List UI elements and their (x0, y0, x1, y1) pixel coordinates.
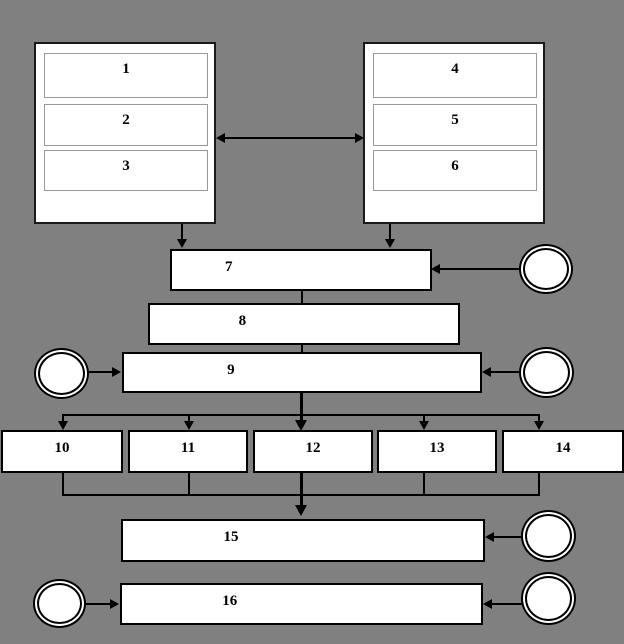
node-13[interactable]: 13 (377, 430, 497, 473)
arrowhead-circle-to-9-right (482, 367, 491, 377)
node-1-label: 1 (122, 61, 130, 77)
node-6[interactable]: 6 (373, 150, 537, 191)
connector-panels-bidirectional (218, 137, 362, 139)
node-16-label: 16 (222, 593, 238, 609)
arrowhead-circle-to-7 (431, 264, 440, 274)
arrowhead-to-12 (295, 420, 307, 431)
node-2-label: 2 (122, 112, 130, 128)
circle-right-of-15[interactable] (521, 510, 576, 562)
arrowhead-to-13 (419, 421, 429, 430)
connector-left-panel-to-7 (181, 224, 183, 242)
connector-9-to-bus (300, 393, 303, 415)
connector-circle-to-9-left (88, 371, 113, 373)
node-8-label: 8 (238, 313, 247, 329)
node-14-label: 14 (555, 440, 571, 456)
arrowhead-to-15 (295, 505, 307, 516)
node-11[interactable]: 11 (128, 430, 248, 473)
arrowhead-circle-to-16-right (483, 599, 492, 609)
node-2[interactable]: 2 (44, 104, 208, 146)
merge-stub-13 (423, 473, 425, 495)
arrowhead-to-7-right (385, 239, 395, 248)
connector-7-to-8 (301, 290, 303, 304)
node-13-label: 13 (429, 440, 445, 456)
connector-12-to-15 (300, 473, 303, 511)
connector-circle-to-7 (440, 268, 520, 270)
arrowhead-to-11 (184, 421, 194, 430)
node-5-label: 5 (451, 112, 459, 128)
connector-circle-to-15 (494, 536, 522, 538)
circle-left-of-9[interactable] (34, 348, 89, 399)
arrowhead-to-7-left (177, 239, 187, 248)
node-5[interactable]: 5 (373, 104, 537, 146)
connector-circle-to-9-right (491, 371, 520, 373)
arrowhead-circle-to-16-left (110, 599, 119, 609)
right-panel[interactable]: 4 5 6 (363, 42, 545, 224)
fanout-stub-13 (423, 414, 425, 425)
connector-8-to-9 (301, 344, 303, 354)
node-4-label: 4 (451, 61, 459, 77)
connector-circle-to-16-right (492, 603, 522, 605)
node-6-label: 6 (451, 158, 459, 174)
node-12[interactable]: 12 (253, 430, 373, 473)
left-panel[interactable]: 1 2 3 (34, 42, 216, 224)
arrowhead-circle-to-9-left (112, 367, 121, 377)
node-10-label: 10 (54, 440, 70, 456)
merge-stub-10 (62, 473, 64, 495)
connector-right-panel-to-7 (389, 224, 391, 242)
connector-circle-to-16-left (85, 603, 111, 605)
node-14[interactable]: 14 (502, 430, 624, 473)
fanout-stub-11 (188, 414, 190, 425)
node-3-label: 3 (122, 158, 130, 174)
circle-left-of-16[interactable] (33, 579, 86, 628)
merge-stub-14 (538, 473, 540, 495)
fanout-stub-14 (538, 414, 540, 425)
node-15-label: 15 (223, 529, 239, 545)
node-11-label: 11 (180, 440, 196, 456)
fanout-stub-10 (62, 414, 64, 425)
node-9[interactable]: 9 (122, 352, 482, 393)
node-3[interactable]: 3 (44, 150, 208, 191)
node-12-label: 12 (305, 440, 321, 456)
arrowhead-to-10 (58, 421, 68, 430)
node-4[interactable]: 4 (373, 53, 537, 98)
arrowhead-to-14 (534, 421, 544, 430)
circle-right-of-16[interactable] (521, 572, 576, 625)
arrowhead-circle-to-15 (485, 532, 494, 542)
node-7[interactable]: 7 (170, 249, 432, 291)
arrowhead-right-panel (355, 133, 364, 143)
node-8[interactable]: 8 (148, 303, 460, 345)
merge-stub-11 (188, 473, 190, 495)
node-1[interactable]: 1 (44, 53, 208, 98)
circle-right-of-9[interactable] (519, 347, 574, 398)
node-7-label: 7 (225, 259, 233, 275)
circle-right-of-7[interactable] (519, 244, 573, 294)
node-10[interactable]: 10 (1, 430, 123, 473)
node-16[interactable]: 16 (120, 583, 483, 625)
arrowhead-left-panel (216, 133, 225, 143)
node-15[interactable]: 15 (121, 519, 485, 562)
